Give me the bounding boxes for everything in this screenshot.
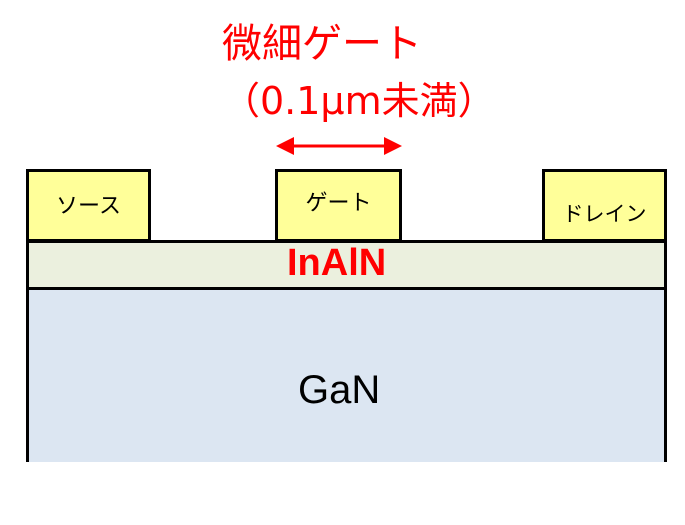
inaln-layer-label: InAlN bbox=[287, 242, 387, 284]
drain-electrode: ドレイン bbox=[542, 169, 667, 242]
gate-electrode: ゲート bbox=[275, 169, 402, 242]
source-electrode: ソース bbox=[26, 169, 151, 242]
drain-label: ドレイン bbox=[562, 201, 647, 226]
inaln-barrier-layer bbox=[26, 240, 667, 290]
double-headed-arrow-icon bbox=[276, 137, 402, 155]
gan-layer-label: GaN bbox=[298, 368, 381, 412]
source-label: ソース bbox=[56, 193, 121, 219]
gate-annotation-title: 微細ゲート bbox=[222, 21, 422, 67]
gate-label: ゲート bbox=[305, 190, 372, 216]
gate-length-annotation: （0.1μm未満） bbox=[222, 79, 496, 123]
